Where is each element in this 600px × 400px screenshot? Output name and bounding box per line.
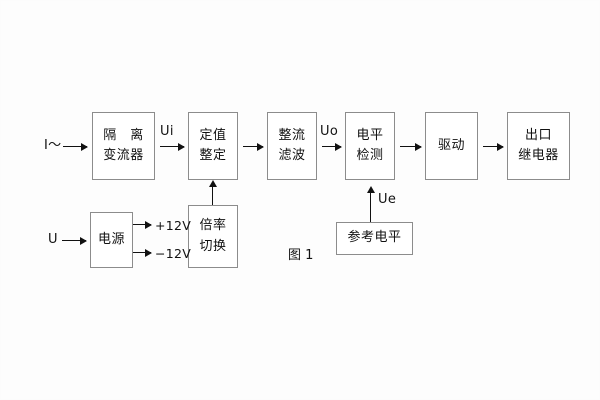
arrow-setting-to-rectifier <box>243 142 264 151</box>
block-isolation-transformer-line-2: 变流器 <box>103 148 144 163</box>
block-setting-adjust-line-1: 定值 <box>199 127 227 143</box>
block-rectifier-filter-line-1: 整流 <box>278 127 306 143</box>
block-level-detect[interactable]: 电平 检测 <box>345 112 395 180</box>
block-rectifier-filter-line-2: 滤波 <box>278 148 306 163</box>
arrow-multiplier-switch-to-setting <box>208 180 217 205</box>
signal-label-ui: Ui <box>160 124 174 139</box>
arrow-current-to-isolation <box>63 142 88 151</box>
arrow-reference-level-to-level-detect <box>366 186 375 222</box>
block-power-supply-line-1: 电源 <box>97 231 125 247</box>
block-drive[interactable]: 驱动 <box>425 112 478 180</box>
arrow-isolation-to-setting <box>160 142 185 151</box>
block-drive-line-1: 驱动 <box>437 137 465 153</box>
block-multiplier-switch-line-2: 切换 <box>199 238 227 254</box>
arrow-drive-to-output-relay <box>483 142 504 151</box>
arrow-rectifier-to-level-detect <box>322 142 342 151</box>
arrow-voltage-to-power-supply <box>62 236 87 245</box>
block-reference-level-line-1: 参考电平 <box>347 230 402 246</box>
block-setting-adjust-line-2: 整定 <box>199 148 227 163</box>
block-multiplier-switch[interactable]: 倍率 切换 <box>188 205 238 268</box>
block-rectifier-filter[interactable]: 整流 滤波 <box>267 112 317 180</box>
block-multiplier-switch-line-1: 倍率 <box>199 218 227 234</box>
block-output-relay[interactable]: 出口 继电器 <box>507 112 570 180</box>
block-output-relay-line-2: 继电器 <box>518 148 559 163</box>
input-label-current: I～ <box>44 138 62 153</box>
arrow-level-detect-to-drive <box>400 142 422 151</box>
block-reference-level[interactable]: 参考电平 <box>336 222 413 255</box>
block-isolation-transformer[interactable]: 隔 离 变流器 <box>92 112 155 180</box>
supply-rail-label-positive-12v: +12V <box>155 218 192 233</box>
block-output-relay-line-1: 出口 <box>524 127 552 143</box>
block-isolation-transformer-line-1: 隔 离 <box>103 127 144 143</box>
block-level-detect-line-2: 检测 <box>356 148 384 163</box>
signal-label-ue: Ue <box>378 192 397 207</box>
figure-caption: 图 1 <box>288 248 314 263</box>
block-level-detect-line-1: 电平 <box>356 127 384 143</box>
block-setting-adjust[interactable]: 定值 整定 <box>188 112 238 180</box>
signal-label-uo: Uo <box>320 124 339 139</box>
input-label-voltage: U <box>48 232 58 247</box>
arrow-power-supply-negative-rail <box>133 248 152 257</box>
block-power-supply[interactable]: 电源 <box>90 212 133 268</box>
arrow-power-supply-positive-rail <box>133 220 152 229</box>
supply-rail-label-negative-12v: −12V <box>155 246 192 261</box>
